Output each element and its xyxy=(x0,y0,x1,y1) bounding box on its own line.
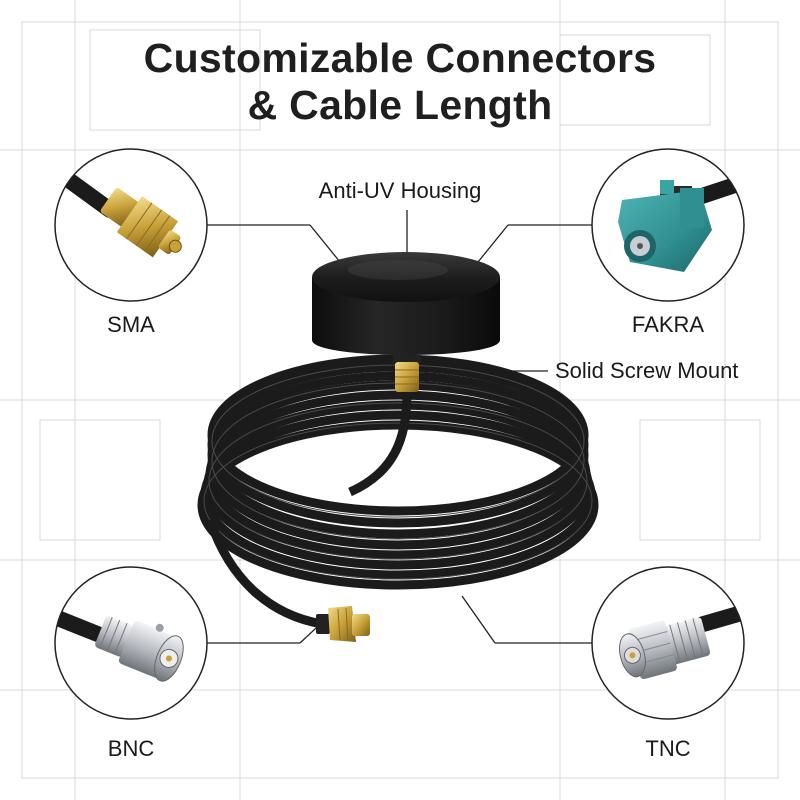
fakra-label: FAKRA xyxy=(631,312,705,337)
bnc-label: BNC xyxy=(107,736,155,761)
sma-connector-circle xyxy=(54,148,208,302)
headline-line-2: & Cable Length xyxy=(247,82,553,128)
solid-screw-mount-label: Solid Screw Mount xyxy=(555,358,739,383)
cable-coil xyxy=(197,354,599,590)
cable-sma-plug xyxy=(316,606,370,642)
anti-uv-housing-label: Anti-UV Housing xyxy=(318,178,482,203)
puck-antenna xyxy=(312,252,500,392)
tnc-label: TNC xyxy=(645,736,691,761)
fakra-connector-circle xyxy=(591,148,745,302)
sma-label: SMA xyxy=(107,312,155,337)
tnc-connector-circle xyxy=(591,566,745,720)
headline-line-1: Customizable Connectors xyxy=(143,35,657,81)
bnc-connector-circle xyxy=(54,566,208,720)
